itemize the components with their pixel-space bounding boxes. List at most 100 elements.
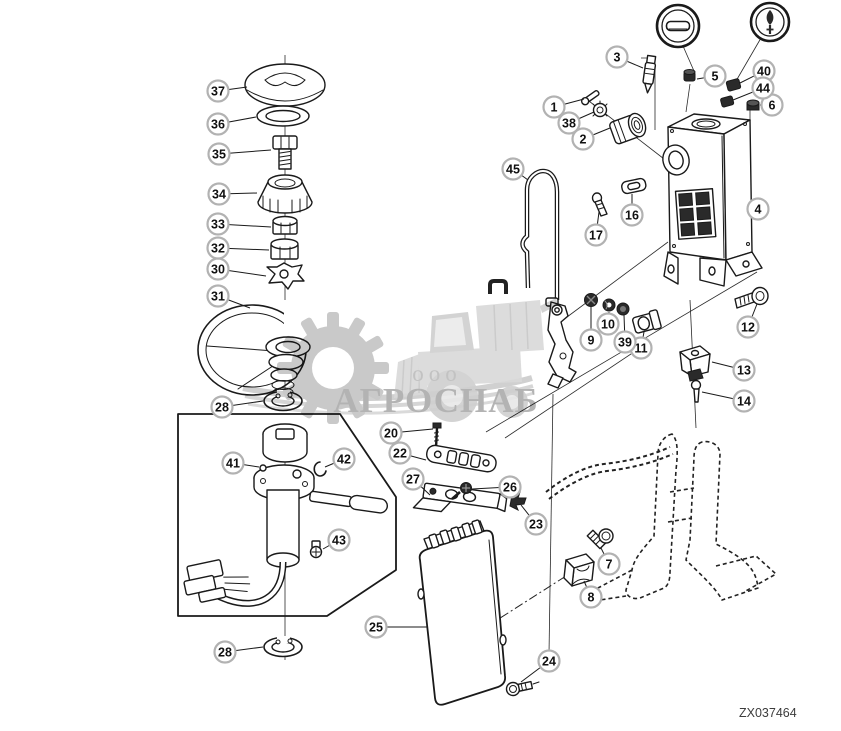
callout-3: 3 [605,45,644,69]
callouts-layer: 1234567891011121314161720222324252627282… [206,45,784,683]
watermark-name: АГРОСНАБ [333,381,538,420]
callout-17: 17 [584,211,608,247]
bolt-12 [734,286,769,309]
callout-20: 20 [379,421,434,445]
washer-10 [602,298,616,312]
callout-ring [207,142,231,166]
key-switch-parts [580,54,760,217]
gear-icon [277,312,389,424]
callout-number: 2 [580,132,587,146]
callout-ring [501,157,525,181]
callout-number: 37 [211,84,225,98]
callout-39: 39 [613,314,637,354]
callout-16: 16 [620,194,644,227]
callout-9: 9 [579,307,603,352]
callout-23: 23 [520,504,548,536]
callout-ring [597,552,621,576]
callout-ring [605,45,629,69]
callout-number: 8 [588,590,595,604]
screw-43 [309,540,323,559]
callout-ring [736,315,760,339]
clip-bracket [488,279,508,294]
callout-number: 22 [393,446,407,460]
fastener-cluster [584,286,769,403]
washer-38 [592,100,608,118]
callout-ring [703,64,727,88]
callout-4: 4 [746,197,770,221]
callout-31: 31 [206,284,251,309]
callout-44: 44 [732,76,775,101]
callout-ring [207,182,231,206]
callout-number: 13 [737,363,751,377]
callout-ring [498,475,522,499]
callout-36: 36 [206,112,257,136]
callout-35: 35 [207,142,272,166]
screw-17 [591,192,608,217]
callout-ring [206,79,230,103]
callout-34: 34 [207,182,258,206]
callout-32: 32 [206,236,270,260]
callout-number: 24 [542,654,556,668]
callout-number: 35 [212,147,226,161]
callout-33: 33 [206,212,272,236]
callout-ring [751,76,775,100]
watermark-prefix: ooo [412,361,462,386]
lock-barrel-2 [609,112,647,145]
steering-stack-drawing [197,63,330,658]
callout-number: 16 [625,208,639,222]
callout-8: 8 [579,580,603,609]
snap-ring-28-lower [263,635,303,658]
callout-43: 43 [322,528,351,552]
switch-body [266,489,300,568]
callout-28: 28 [210,395,264,419]
plate-22 [426,444,497,473]
callout-number: 26 [503,480,517,494]
callout-10: 10 [596,311,620,336]
callout-2: 2 [571,127,611,151]
callout-7: 7 [597,547,621,576]
pin-1 [580,90,600,106]
callout-number: 38 [562,116,576,130]
callout-ring [524,512,548,536]
support-pedestal-dashed [593,433,777,601]
callout-24: 24 [520,649,561,683]
callout-number: 34 [212,187,226,201]
watermark: ooo АГРОСНАБ [242,298,558,424]
ring-36 [256,105,310,127]
callout-ring [332,447,356,471]
callout-ring [732,389,756,413]
callout-ring [213,640,237,664]
callout-number: 23 [529,517,543,531]
slot-icon [665,20,691,32]
callout-number: 17 [589,228,603,242]
callout-number: 28 [218,645,232,659]
boot-cone-34 [257,174,313,214]
callout-ring [557,111,581,135]
callout-40: 40 [739,59,776,84]
callout-ring [542,95,566,119]
steering-cap-37 [244,63,326,107]
ignition-switch-inset [177,413,397,617]
callout-ring [571,127,595,151]
clamp-11 [632,309,662,334]
screw-26 [451,482,472,500]
callout-number: 5 [712,69,719,83]
callout-ring [206,284,230,308]
callout-5: 5 [696,64,727,88]
callout-ring [596,312,620,336]
lever-bracket-drawing [545,297,577,389]
callout-number: 20 [384,426,398,440]
callout-number: 6 [769,98,776,112]
callout-ring [579,585,603,609]
callout-number: 4 [755,202,762,216]
panel-group-drawing [412,422,527,513]
callout-number: 43 [332,533,346,547]
callout-ring [327,528,351,552]
callout-number: 11 [634,341,647,355]
callout-number: 44 [756,81,770,95]
key-shaft [308,490,389,514]
callout-ring [364,615,388,639]
key-boss [662,144,690,176]
bolt-35 [272,135,298,170]
drawing-number: ZX037464 [739,706,797,720]
